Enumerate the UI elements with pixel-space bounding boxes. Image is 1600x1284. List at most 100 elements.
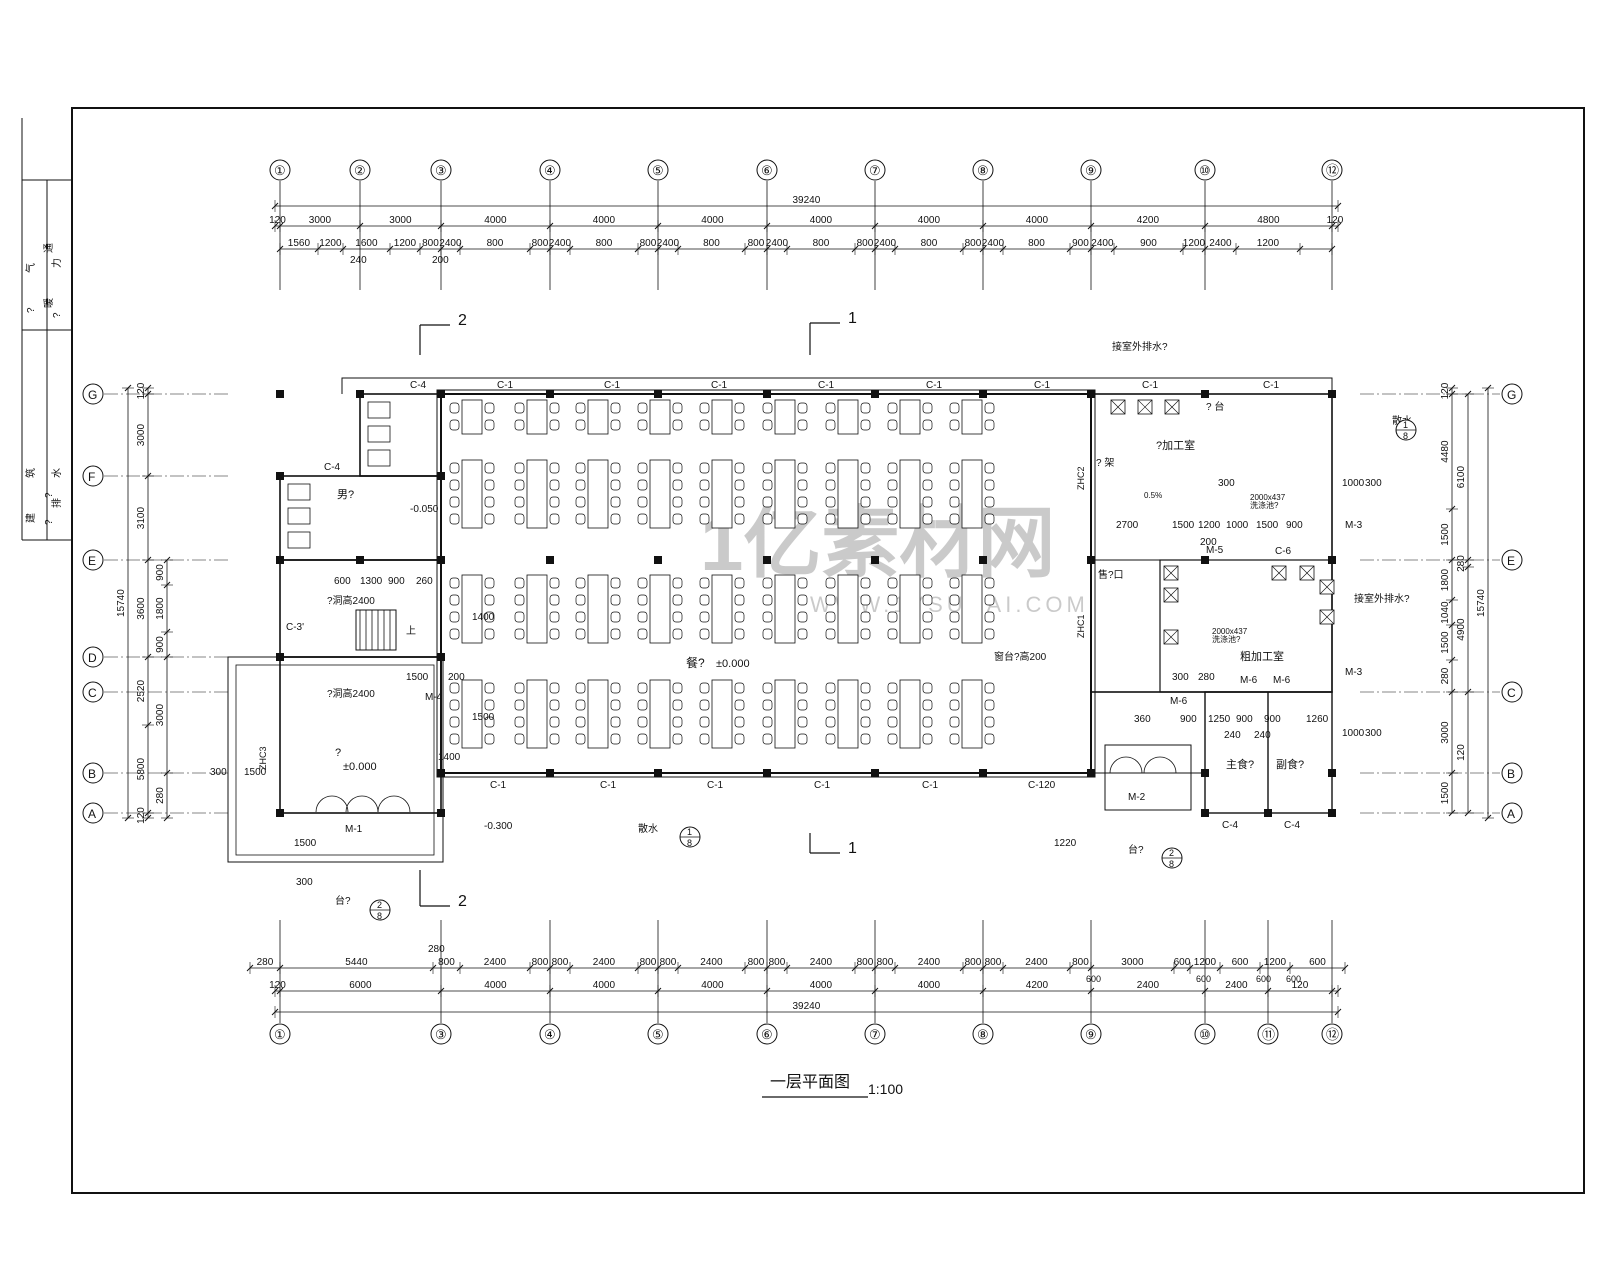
column <box>546 390 554 398</box>
chair <box>449 479 460 491</box>
dim-bottom-small: 600 <box>1256 974 1271 984</box>
dim-top-row1-text: 4000 <box>918 215 941 226</box>
index-den: 8 <box>687 838 692 848</box>
chair <box>860 699 871 711</box>
room-dining: 餐? <box>686 655 705 670</box>
chair <box>887 594 898 606</box>
dim-top-row2-text: 800 <box>1028 238 1045 249</box>
axis-number-top: ① <box>274 163 286 178</box>
dim-top-row2-text: 800 <box>748 238 765 249</box>
kitchen-equipment <box>1163 565 1179 581</box>
room-dimension: 600 <box>334 576 351 587</box>
chair <box>797 716 808 728</box>
dim-bottom-row1-text: 5440 <box>345 957 368 968</box>
chair <box>514 716 525 728</box>
chair <box>449 594 460 606</box>
chair <box>949 577 960 589</box>
dim-top-row2-text: 2400 <box>549 238 572 249</box>
equipment-cross <box>1163 565 1179 581</box>
kitchen-equipment <box>1164 399 1180 415</box>
chair <box>575 402 586 414</box>
chair <box>734 479 745 491</box>
equipment-cross <box>1137 399 1153 415</box>
chair <box>825 628 836 640</box>
toilet-stall <box>367 401 391 419</box>
door-label: M-6 <box>1240 675 1258 686</box>
kitchen-equipment <box>1163 629 1179 645</box>
dim-left-col1-text: 120 <box>136 807 147 824</box>
dim-bottom-row1-text: 800 <box>857 957 874 968</box>
level-dining: ±0.000 <box>716 658 750 670</box>
dim-top-small: 240 <box>350 255 367 266</box>
dim-bottom-row1-text: 600 <box>1174 957 1191 968</box>
chair <box>860 513 871 525</box>
column <box>763 556 771 564</box>
chair <box>734 699 745 711</box>
dim-top-row2-text: 2400 <box>439 238 462 249</box>
chair <box>887 577 898 589</box>
kitchen-equipment <box>1319 579 1335 595</box>
axis-bubble-right <box>1501 762 1523 784</box>
chair <box>672 496 683 508</box>
dining-table <box>461 459 483 529</box>
dim-top-row2-text: 2400 <box>1209 238 1232 249</box>
chair <box>672 402 683 414</box>
chair <box>825 716 836 728</box>
axis-number-top: ⑦ <box>869 163 881 178</box>
chair <box>514 479 525 491</box>
chair <box>797 513 808 525</box>
axis-number-top: ⑥ <box>761 163 773 178</box>
axis-number-bottom: ① <box>274 1027 286 1042</box>
chair <box>825 699 836 711</box>
label-opening-1: ?洞高2400 <box>327 594 375 607</box>
chair <box>984 513 995 525</box>
chair <box>610 479 621 491</box>
chair <box>672 611 683 623</box>
door-label: M-4 <box>425 692 443 703</box>
dining-table <box>649 574 671 644</box>
chair <box>449 496 460 508</box>
dim-right-col1-text: 280 <box>1440 667 1451 684</box>
axis-bubble-bottom <box>1321 1023 1343 1045</box>
chair <box>575 479 586 491</box>
room-dimension: 900 <box>1236 714 1253 725</box>
dining-table <box>587 679 609 749</box>
chair <box>860 733 871 745</box>
axis-bubble-left <box>82 681 104 703</box>
chair <box>797 699 808 711</box>
chair <box>699 628 710 640</box>
chair <box>514 594 525 606</box>
door-swing <box>1109 756 1127 774</box>
chair <box>610 402 621 414</box>
chair <box>949 479 960 491</box>
toilet-room-lower <box>279 475 442 561</box>
dim-top-row2-text: 800 <box>813 238 830 249</box>
chair <box>610 716 621 728</box>
chair <box>610 462 621 474</box>
chair <box>549 402 560 414</box>
chair <box>887 716 898 728</box>
dim-bottom-row1-text: 2400 <box>593 957 616 968</box>
index-num: 2 <box>1169 848 1174 858</box>
chair <box>762 479 773 491</box>
chair <box>484 462 495 474</box>
title-block-glyph: 力 <box>50 258 63 268</box>
room-dimension: 300 <box>1172 672 1189 683</box>
dim-top-row1-text: 4000 <box>701 215 724 226</box>
axis-bubble-bottom <box>756 1023 778 1045</box>
chair <box>484 577 495 589</box>
chair <box>949 419 960 431</box>
chair <box>610 699 621 711</box>
chair <box>610 577 621 589</box>
axis-bubble-left <box>82 802 104 824</box>
dim-top-row1-text: 4800 <box>1257 215 1280 226</box>
label-sink-2: 2000x437 <box>1212 627 1248 636</box>
axis-number-bottom: ⑧ <box>977 1027 989 1042</box>
chair <box>610 513 621 525</box>
dim-right-col2-text: 4900 <box>1456 618 1467 641</box>
window-label: C-3' <box>286 622 304 633</box>
column <box>1201 556 1209 564</box>
room-dimension: 900 <box>1286 520 1303 531</box>
room-dimension: 280 <box>1198 672 1215 683</box>
